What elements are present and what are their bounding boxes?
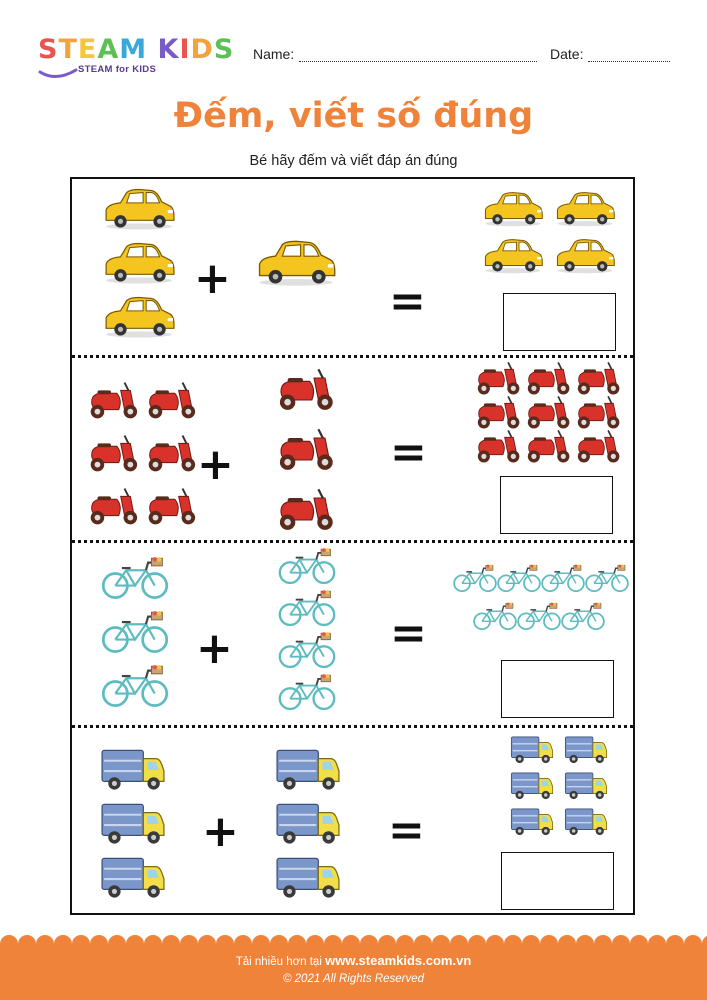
truck-icon bbox=[275, 801, 341, 852]
date-line[interactable] bbox=[588, 49, 671, 62]
bicycle-icon bbox=[472, 601, 518, 638]
scooter-icon bbox=[470, 359, 522, 402]
footer-website-link[interactable]: www.steamkids.com.vn bbox=[325, 953, 472, 968]
car-icon bbox=[102, 237, 176, 294]
scooter-icon bbox=[140, 379, 198, 426]
logo-letter: S bbox=[213, 34, 235, 65]
bicycle-icon bbox=[277, 589, 337, 634]
logo-letter: M bbox=[119, 34, 148, 65]
scooter-icon bbox=[82, 485, 140, 532]
date-field[interactable]: Date: bbox=[550, 46, 671, 62]
logo-letter: E bbox=[77, 34, 98, 65]
truck-icon bbox=[100, 747, 166, 798]
scooter-icon bbox=[270, 425, 336, 478]
scooter-icon bbox=[470, 393, 522, 436]
logo-title: STEAM KIDS bbox=[38, 36, 238, 64]
bicycle-icon bbox=[277, 547, 337, 592]
worksheet-frame: + = + = + = + = bbox=[70, 177, 635, 915]
logo-letter: S bbox=[38, 34, 59, 65]
scooter-icon bbox=[520, 427, 572, 470]
scooter-icon bbox=[82, 432, 140, 479]
truck-icon bbox=[564, 806, 608, 843]
truck-icon bbox=[100, 855, 166, 906]
scooter-icon bbox=[570, 427, 622, 470]
answer-box-3[interactable] bbox=[501, 660, 614, 718]
row-divider bbox=[72, 355, 633, 358]
logo-letter: A bbox=[97, 34, 120, 65]
footer-prefix: Tải nhiều hơn tại bbox=[235, 956, 322, 968]
scooter-icon bbox=[82, 379, 140, 426]
logo-swoosh-icon bbox=[38, 68, 78, 78]
car-icon bbox=[554, 187, 616, 236]
bicycle-icon bbox=[100, 557, 170, 606]
date-label: Date: bbox=[550, 46, 584, 62]
scooter-icon bbox=[570, 393, 622, 436]
bicycle-icon bbox=[496, 563, 542, 600]
plus-sign: + bbox=[202, 806, 239, 857]
scooter-icon bbox=[520, 393, 572, 436]
answer-box-2[interactable] bbox=[500, 476, 613, 534]
truck-icon bbox=[564, 734, 608, 771]
bicycle-icon bbox=[277, 673, 337, 718]
car-icon bbox=[482, 234, 544, 283]
instructions: Bé hãy đếm và viết đáp án đúng bbox=[249, 153, 458, 169]
bicycle-icon bbox=[540, 563, 586, 600]
page-title: Đếm, viết số đúng bbox=[173, 96, 534, 136]
bicycle-icon bbox=[277, 631, 337, 676]
name-line[interactable] bbox=[299, 49, 538, 62]
bicycle-icon bbox=[560, 601, 606, 638]
steam-kids-logo: STEAM KIDS STEAM for KIDS bbox=[38, 36, 238, 80]
truck-icon bbox=[510, 806, 554, 843]
bicycle-icon bbox=[452, 563, 498, 600]
row-divider bbox=[72, 540, 633, 543]
footer-banner bbox=[0, 935, 707, 1000]
logo-letter: T bbox=[58, 34, 78, 65]
car-icon bbox=[482, 187, 544, 236]
scooter-icon bbox=[270, 485, 336, 538]
equals-sign: = bbox=[390, 427, 427, 478]
scooter-icon bbox=[270, 365, 336, 418]
truck-icon bbox=[564, 770, 608, 807]
logo-letter bbox=[147, 36, 157, 64]
scooter-icon bbox=[570, 359, 622, 402]
logo-letter: I bbox=[179, 34, 191, 65]
logo-letter: D bbox=[190, 34, 214, 65]
name-field[interactable]: Name: bbox=[253, 46, 538, 62]
plus-sign: + bbox=[196, 623, 233, 674]
bicycle-icon bbox=[516, 601, 562, 638]
footer-copyright: © 2021 All Rights Reserved bbox=[282, 973, 424, 985]
name-label: Name: bbox=[253, 46, 295, 62]
truck-icon bbox=[100, 801, 166, 852]
logo-subtitle: STEAM for KIDS bbox=[78, 64, 157, 75]
bicycle-icon bbox=[584, 563, 630, 600]
bicycle-icon bbox=[100, 611, 170, 660]
truck-icon bbox=[275, 855, 341, 906]
truck-icon bbox=[510, 770, 554, 807]
answer-box-4[interactable] bbox=[501, 852, 614, 910]
car-icon bbox=[255, 233, 337, 298]
truck-icon bbox=[275, 747, 341, 798]
bicycle-icon bbox=[100, 665, 170, 714]
answer-box-1[interactable] bbox=[503, 293, 616, 351]
truck-icon bbox=[510, 734, 554, 771]
logo-letter: K bbox=[157, 34, 180, 65]
scooter-icon bbox=[470, 427, 522, 470]
equals-sign: = bbox=[389, 276, 426, 327]
car-icon bbox=[102, 291, 176, 348]
row-divider bbox=[72, 725, 633, 728]
scooter-icon bbox=[140, 432, 198, 479]
plus-sign: + bbox=[197, 439, 234, 490]
equals-sign: = bbox=[388, 805, 425, 856]
equals-sign: = bbox=[390, 608, 427, 659]
scooter-icon bbox=[140, 485, 198, 532]
plus-sign: + bbox=[194, 253, 231, 304]
car-icon bbox=[554, 234, 616, 283]
car-icon bbox=[102, 183, 176, 240]
scooter-icon bbox=[520, 359, 572, 402]
footer-website-line: Tải nhiều hơn tại www.steamkids.com.vn bbox=[0, 953, 707, 968]
